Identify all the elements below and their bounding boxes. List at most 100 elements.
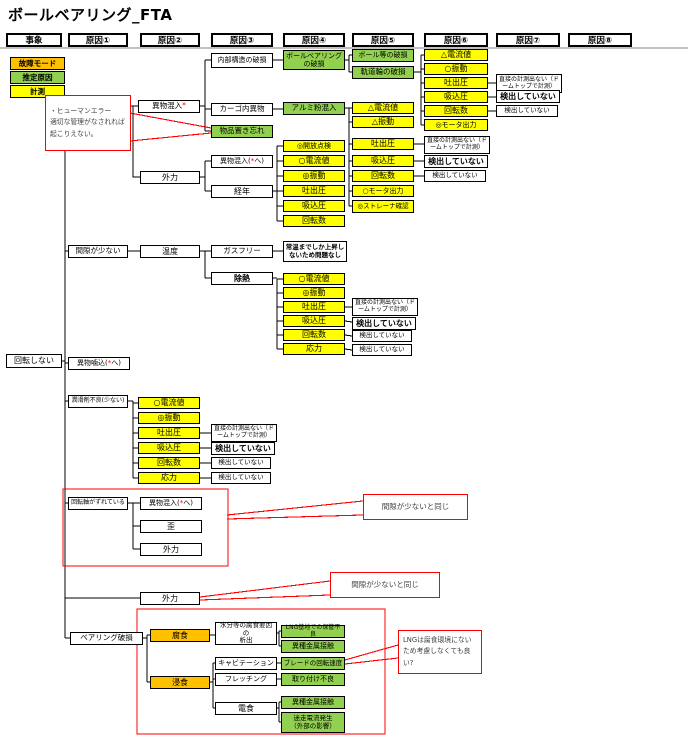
tree-node[interactable]: 吐出圧 xyxy=(352,138,414,150)
tree-node[interactable]: キャビテーション xyxy=(215,657,277,670)
tree-node[interactable]: アルミ粉混入 xyxy=(283,102,345,115)
column-header-1[interactable]: 事象 xyxy=(6,33,62,47)
tree-node[interactable]: 異物噛込(*へ) xyxy=(68,357,130,370)
tree-node[interactable]: ○電流値 xyxy=(138,397,200,409)
tree-node[interactable]: 検出していない xyxy=(352,330,412,342)
tree-node[interactable]: 温度 xyxy=(140,245,200,258)
tree-node[interactable]: ◎振動 xyxy=(283,287,345,299)
tree-node[interactable]: 迷走電流発生 （外部の影響） xyxy=(281,712,345,733)
legend-item-2[interactable]: 推定原因 xyxy=(10,71,65,84)
tree-node[interactable]: 回転数 xyxy=(138,457,200,469)
tree-node[interactable]: ボール等の破損 xyxy=(352,49,414,62)
tree-node[interactable]: ◎振動 xyxy=(283,170,345,182)
tree-node[interactable]: 回転軸がずれている xyxy=(68,497,128,510)
tree-node[interactable]: 吸込圧 xyxy=(424,91,488,103)
tree-node[interactable]: ボールベアリング の破損 xyxy=(283,50,345,70)
tree-node[interactable]: 吸込圧 xyxy=(138,442,200,454)
tree-node[interactable]: △電流値 xyxy=(424,49,488,61)
tree-node[interactable]: カーゴ内異物 xyxy=(211,103,273,116)
tree-node[interactable]: ◎開放点検 xyxy=(283,140,345,152)
column-header-3[interactable]: 原因② xyxy=(140,33,200,47)
tree-node[interactable]: 応力 xyxy=(138,472,200,484)
tree-node[interactable]: 外力 xyxy=(140,171,200,184)
callout-line xyxy=(344,644,399,661)
tree-node[interactable]: ◎振動 xyxy=(138,412,200,424)
tree-node[interactable]: 吸込圧 xyxy=(283,200,345,212)
column-header-7[interactable]: 原因⑥ xyxy=(424,33,488,47)
tree-node[interactable]: 検出していない xyxy=(211,442,275,455)
column-header-6[interactable]: 原因⑤ xyxy=(352,33,414,47)
tree-node[interactable]: 検出していない xyxy=(496,90,560,103)
tree-node[interactable]: ベアリング破損 xyxy=(70,632,143,645)
tree-node[interactable]: ○モータ出力 xyxy=(352,185,414,197)
column-header-8[interactable]: 原因⑦ xyxy=(496,33,560,47)
tree-node[interactable]: 回転数 xyxy=(283,329,345,341)
column-header-9[interactable]: 原因⑧ xyxy=(568,33,632,47)
page-title: ボールベアリング_FTA xyxy=(8,6,173,24)
tree-node[interactable]: 直接の計測出ない（ドームトップで計測） xyxy=(211,424,277,442)
tree-node[interactable]: 吸込圧 xyxy=(283,315,345,327)
tree-node[interactable]: 検出していない xyxy=(496,105,558,117)
column-header-4[interactable]: 原因③ xyxy=(211,33,273,47)
tree-node[interactable]: 外力 xyxy=(140,543,202,556)
tree-node[interactable]: LNG基地での保管不良 xyxy=(281,624,345,638)
annotation-note-2[interactable]: 間隙が少ないと同じ xyxy=(363,494,468,520)
tree-node[interactable]: 異種金属接触 xyxy=(281,640,345,653)
tree-node[interactable]: 間隙が少ない xyxy=(68,245,128,258)
tree-node[interactable]: 物品置き忘れ xyxy=(211,125,273,138)
tree-node[interactable]: 回転数 xyxy=(352,170,414,182)
tree-node[interactable]: 電食 xyxy=(215,702,277,715)
tree-node[interactable]: 検出していない xyxy=(424,155,488,168)
tree-node[interactable]: 直接の計測出ない（ドームトップで計測） xyxy=(424,136,490,154)
legend-item-3[interactable]: 計測 xyxy=(10,85,65,98)
tree-node[interactable]: 応力 xyxy=(283,343,345,355)
tree-node[interactable]: 取り付け不良 xyxy=(281,673,345,686)
tree-node[interactable]: 異種金属接触 xyxy=(281,696,345,709)
tree-node[interactable]: 異物混入(*へ) xyxy=(211,155,273,168)
tree-node[interactable]: 検出していない xyxy=(424,170,486,182)
tree-node[interactable]: 回転数 xyxy=(283,215,345,227)
tree-node[interactable]: 除熱 xyxy=(211,272,273,285)
tree-node[interactable]: 常温までしか上昇し ないため問題なし xyxy=(283,241,347,262)
tree-node[interactable]: △振動 xyxy=(352,116,414,128)
tree-node[interactable]: 検出していない xyxy=(352,344,412,356)
tree-node[interactable]: 軌道輪の破損 xyxy=(352,66,414,79)
tree-node[interactable]: 水分等の腐食要因の 析出 xyxy=(215,622,277,645)
tree-node[interactable]: 直接の計測出ない（ドームトップで計測） xyxy=(352,298,418,316)
tree-node[interactable]: 検出していない xyxy=(352,317,416,330)
tree-node[interactable]: ○電流値 xyxy=(283,155,345,167)
tree-node[interactable]: 経年 xyxy=(211,185,273,198)
tree-node[interactable]: 腐食 xyxy=(150,629,210,642)
callout-line xyxy=(129,132,212,142)
tree-node[interactable]: ○電流値 xyxy=(283,273,345,285)
column-header-5[interactable]: 原因④ xyxy=(283,33,345,47)
legend-item-1[interactable]: 故障モード xyxy=(10,57,65,70)
tree-node[interactable]: 検出していない xyxy=(211,457,271,469)
tree-node[interactable]: ○振動 xyxy=(424,63,488,75)
tree-node[interactable]: 外力 xyxy=(140,592,200,605)
tree-node[interactable]: 吐出圧 xyxy=(283,301,345,313)
tree-node[interactable]: 浸食 xyxy=(150,676,210,689)
tree-node[interactable]: 吐出圧 xyxy=(283,185,345,197)
column-header-2[interactable]: 原因① xyxy=(68,33,128,47)
annotation-note-4[interactable]: LNGは腐食環境にないため考慮しなくても良い? xyxy=(398,630,482,674)
tree-node[interactable]: 吐出圧 xyxy=(138,427,200,439)
tree-node[interactable]: △電流値 xyxy=(352,102,414,114)
tree-node[interactable]: 内部構造の破損 xyxy=(211,53,273,68)
tree-node[interactable]: 異物混入(*へ) xyxy=(140,497,202,510)
tree-node[interactable]: 回転数 xyxy=(424,105,488,117)
tree-node[interactable]: 潤滑剤不良(少ない) xyxy=(68,395,128,408)
annotation-note-3[interactable]: 間隙が少ないと同じ xyxy=(330,572,440,598)
tree-node[interactable]: フレッチング xyxy=(215,673,277,686)
tree-node[interactable]: 吸込圧 xyxy=(352,155,414,167)
tree-node[interactable]: ブレードの回転速度 xyxy=(281,657,345,670)
tree-node[interactable]: 検出していない xyxy=(211,472,271,484)
tree-node[interactable]: 歪 xyxy=(140,520,202,533)
tree-node[interactable]: ◎ストレーナ確認 xyxy=(352,200,414,213)
annotation-note-1[interactable]: ・ヒューマンエラー 適切な管理がなされれば 起こりえない。 xyxy=(45,95,131,151)
tree-node[interactable]: 吐出圧 xyxy=(424,77,488,89)
tree-node[interactable]: ガスフリー xyxy=(211,245,273,258)
tree-node[interactable]: 異物混入* xyxy=(138,100,200,113)
tree-node[interactable]: ◎モータ出力 xyxy=(424,119,488,131)
tree-node[interactable]: 回転しない xyxy=(6,354,62,368)
